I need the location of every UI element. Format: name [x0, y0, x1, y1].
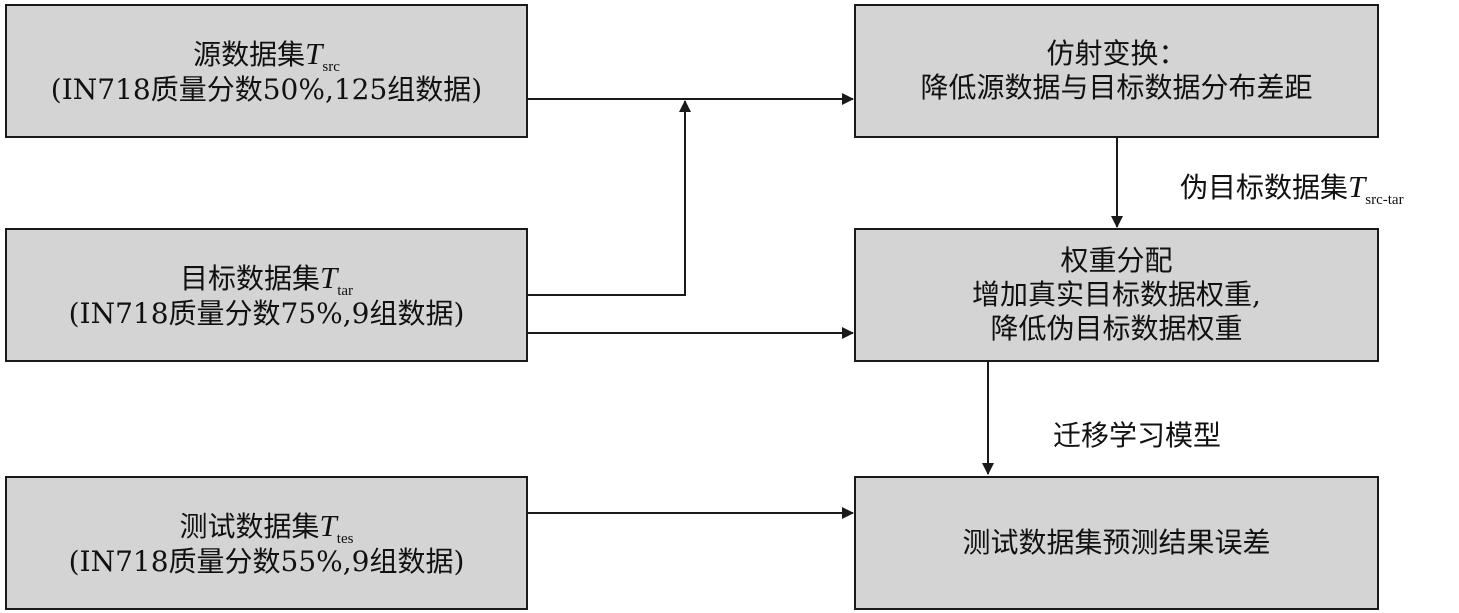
test-dataset-detail: (IN718质量分数55%,9组数据)	[68, 544, 465, 578]
target-dataset-subscript: tar	[337, 283, 354, 300]
affine-transform-title: 仿射变换：	[1046, 36, 1187, 70]
weight-allocation-title: 权重分配	[1060, 243, 1173, 277]
affine-transform-node: 仿射变换： 降低源数据与目标数据分布差距	[854, 4, 1379, 138]
source-dataset-detail: (IN718质量分数50%,125组数据)	[50, 72, 483, 106]
weight-allocation-decrease: 降低伪目标数据权重	[990, 312, 1243, 346]
test-dataset-subscript: tes	[336, 531, 354, 548]
pseudo-target-subscript: src-tar	[1365, 192, 1404, 208]
affine-transform-description: 降低源数据与目标数据分布差距	[920, 71, 1313, 104]
pseudo-target-label: 伪目标数据集Tsrc-tar	[1180, 169, 1404, 208]
prediction-error-node: 测试数据集预测结果误差	[854, 476, 1379, 610]
transfer-learning-label: 迁移学习模型	[1053, 419, 1222, 452]
target-dataset-symbol: T	[319, 260, 338, 296]
source-dataset-symbol: T	[305, 36, 323, 72]
weight-allocation-increase: 增加真实目标数据权重,	[972, 277, 1261, 311]
target-dataset-node: 目标数据集Ttar (IN718质量分数75%,9组数据)	[5, 228, 528, 362]
pseudo-target-symbol: T	[1348, 169, 1366, 204]
prediction-error-label: 测试数据集预测结果误差	[962, 525, 1271, 559]
target-dataset-title: 目标数据集Ttar	[179, 260, 354, 300]
target-dataset-detail: (IN718质量分数75%,9组数据)	[68, 296, 465, 330]
test-dataset-symbol: T	[319, 508, 337, 544]
test-dataset-title: 测试数据集Ttes	[179, 508, 354, 548]
test-dataset-node: 测试数据集Ttes (IN718质量分数55%,9组数据)	[5, 476, 528, 610]
edge-target-to-affine	[527, 100, 691, 296]
weight-allocation-node: 权重分配 增加真实目标数据权重, 降低伪目标数据权重	[854, 228, 1379, 362]
source-dataset-title: 源数据集Tsrc	[193, 36, 340, 76]
source-dataset-node: 源数据集Tsrc (IN718质量分数50%,125组数据)	[5, 4, 528, 138]
source-dataset-subscript: src	[322, 59, 340, 76]
